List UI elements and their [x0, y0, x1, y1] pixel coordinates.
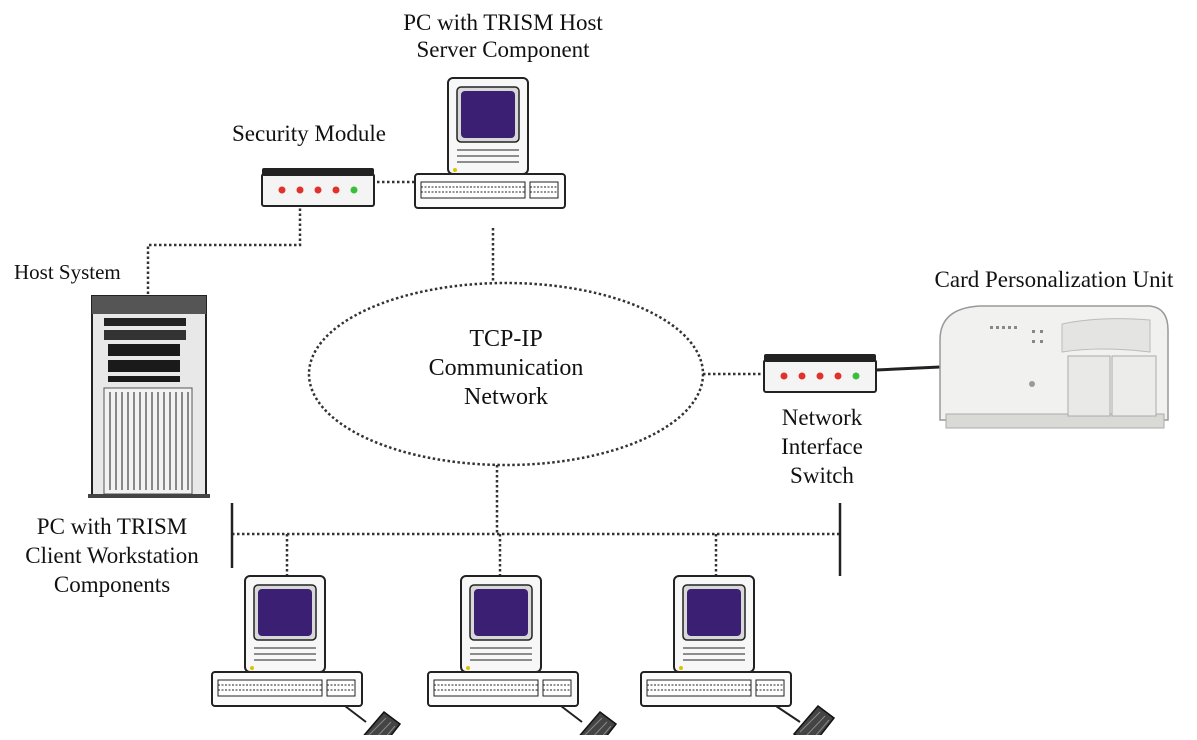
network-label-line-3: Network	[464, 384, 548, 410]
client-pc-1-icon	[211, 575, 363, 707]
client-workstation-label-line-3: Components	[53, 572, 171, 597]
client-mouse-2-icon	[575, 711, 617, 740]
card-unit-label: Card Personalization Unit	[912, 266, 1196, 293]
cable-switch-to-card-unit	[875, 365, 941, 372]
client-mouse-3-icon	[793, 705, 835, 740]
client-mouse-1-icon	[359, 711, 401, 740]
network-switch-label-line-1: Network	[781, 405, 863, 430]
card-unit-label-text: Card Personalization Unit	[934, 267, 1174, 292]
client-workstation-label-line-1: PC with TRISM	[36, 514, 188, 539]
client-workstation-label-line-2: Client Workstation	[25, 543, 199, 568]
security-module-icon	[261, 167, 375, 207]
connection-lines	[146, 180, 840, 576]
line-host-system-to-module	[146, 207, 302, 294]
host-server-label: PC with TRISM Host Server Component	[386, 9, 620, 63]
network-label-line-1: TCP-IP	[469, 326, 543, 352]
client-pc-3-icon	[640, 575, 792, 707]
card-printer-icon	[939, 305, 1169, 429]
network-switch-label-line-3: Switch	[790, 463, 854, 488]
network-ellipse	[307, 281, 705, 467]
host-server-pc-icon	[414, 77, 566, 209]
network-label: TCP-IP Communication Network	[386, 325, 626, 412]
security-module-label: Security Module	[218, 120, 400, 147]
network-label-line-2: Communication	[428, 355, 584, 381]
network-switch-label: Network Interface Switch	[752, 403, 892, 490]
security-module-label-text: Security Module	[232, 121, 386, 146]
network-switch-icon	[763, 353, 877, 393]
host-system-label-text: Host System	[14, 260, 121, 284]
host-server-label-line-1: PC with TRISM Host	[403, 10, 603, 35]
network-switch-label-line-2: Interface	[781, 434, 863, 459]
server-tower-icon	[88, 295, 210, 498]
client-pc-2-icon	[427, 575, 579, 707]
host-system-label: Host System	[14, 259, 121, 286]
client-workstation-label: PC with TRISM Client Workstation Compone…	[4, 512, 220, 599]
host-server-label-line-2: Server Component	[416, 37, 590, 62]
